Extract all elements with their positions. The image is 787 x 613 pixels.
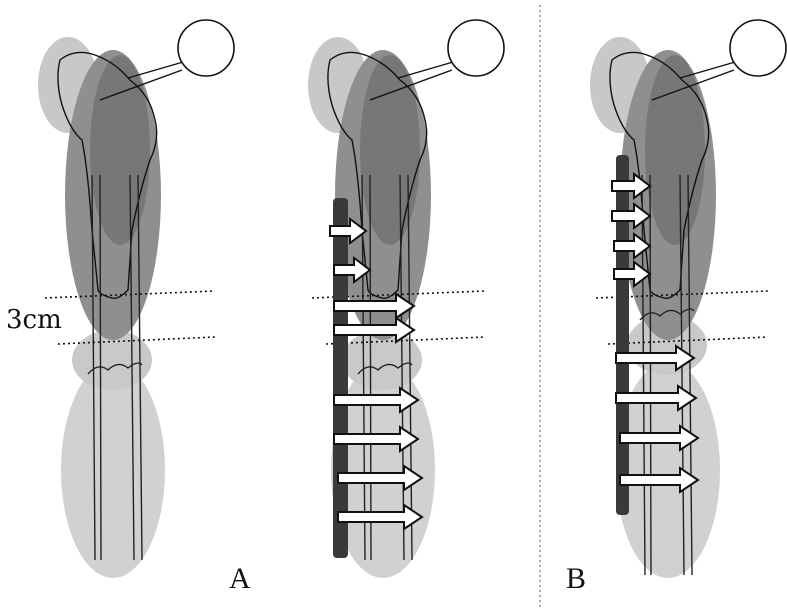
implant-plate-b <box>616 155 629 515</box>
thigh-inner-muscle <box>90 55 150 245</box>
implant-plate-a <box>333 198 348 558</box>
level-line-upper <box>44 290 216 299</box>
screw-arrows-a <box>329 217 424 531</box>
femur-outline <box>57 51 158 300</box>
panel-label-b: B <box>566 562 587 595</box>
limb-3 <box>590 19 787 578</box>
level-line-lower <box>57 336 216 345</box>
femoral-head <box>177 19 235 77</box>
lower-leg-soft-tissue <box>61 362 165 578</box>
panel-label-a: A <box>229 562 251 595</box>
screw-arrows-b <box>611 172 700 494</box>
limb-1 <box>38 19 235 578</box>
distance-label: 3cm <box>6 305 62 335</box>
fracture-line <box>87 362 143 375</box>
limb-2 <box>308 19 505 578</box>
